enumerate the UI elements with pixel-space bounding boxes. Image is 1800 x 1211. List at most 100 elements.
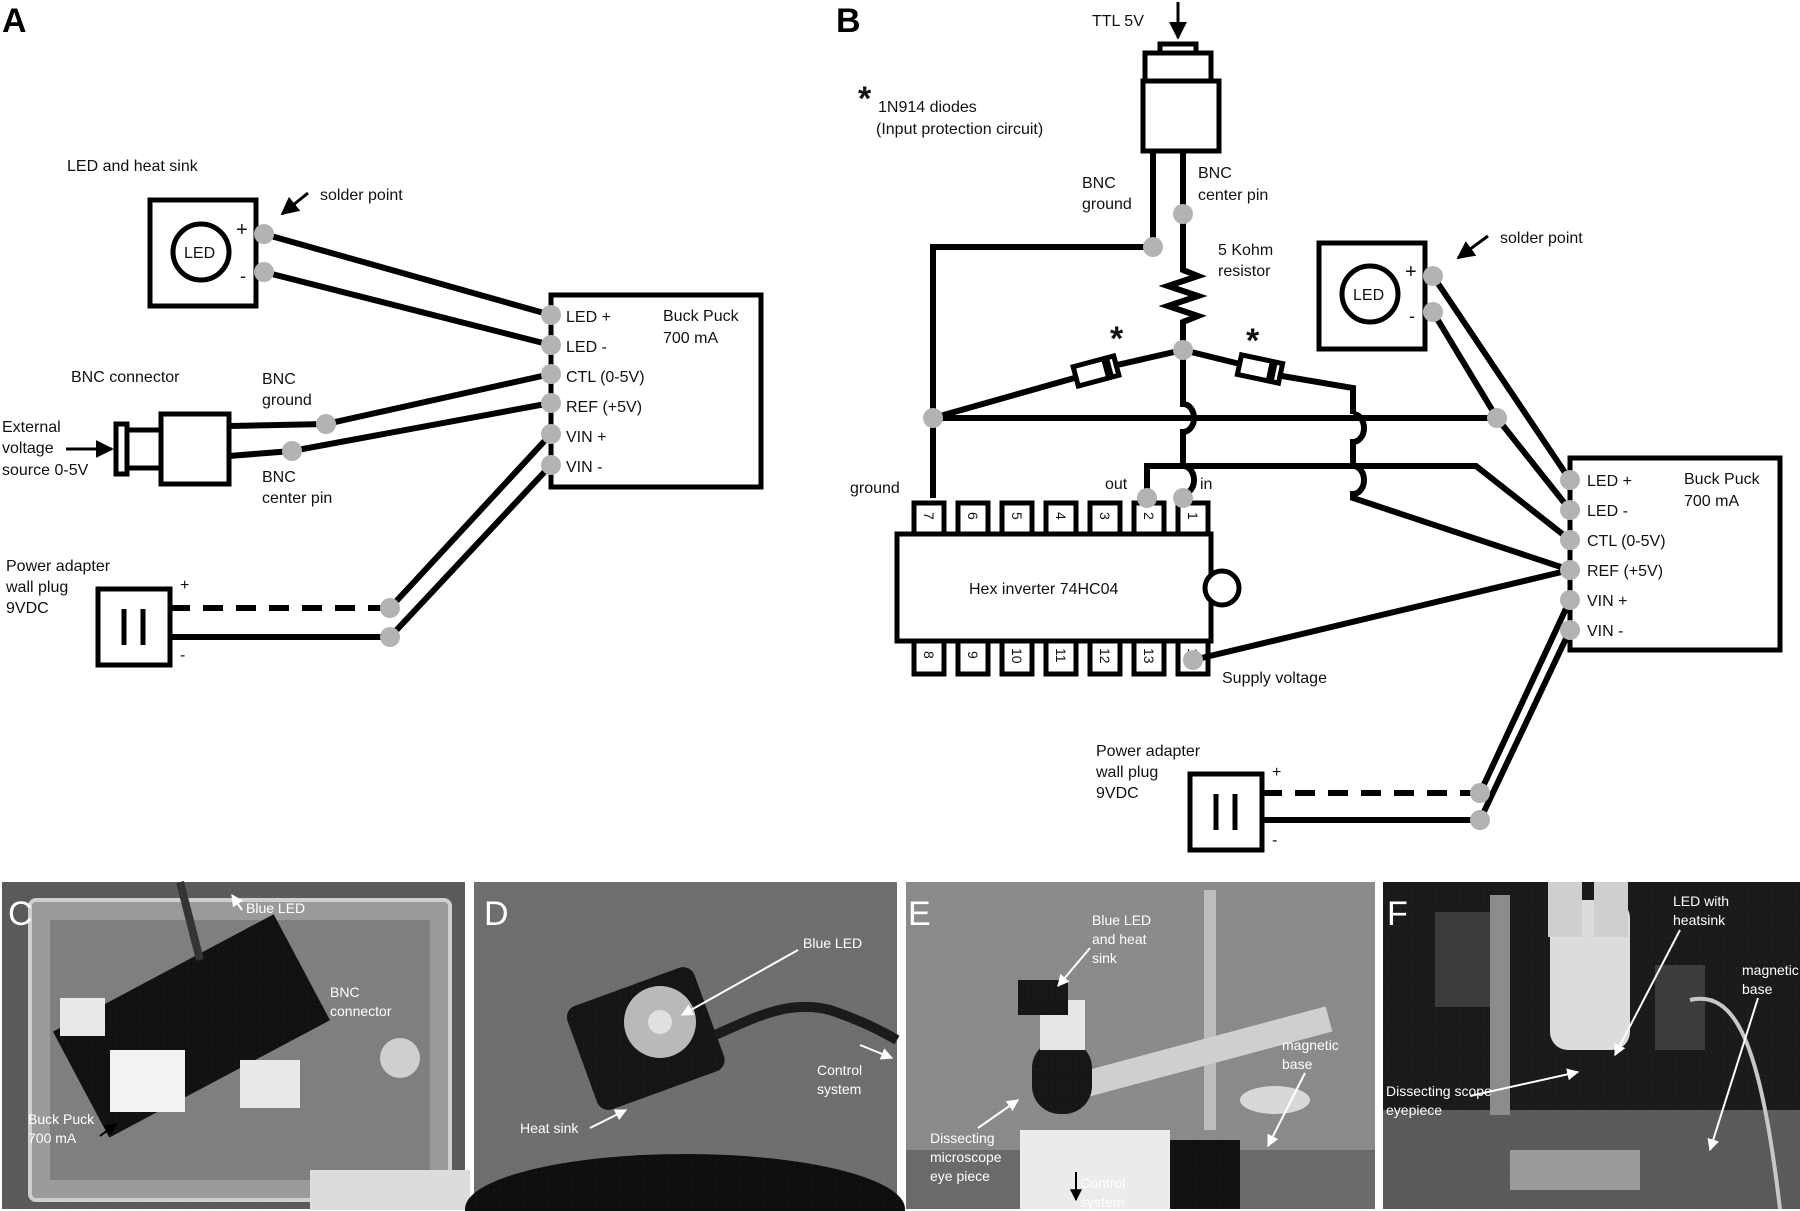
pin-10: 10 [1009, 648, 1025, 664]
led-b-text: LED [1353, 287, 1384, 304]
c-bnc-2: connector [330, 1003, 392, 1019]
buck-puck-box [548, 292, 764, 490]
bnc-b-plug [1142, 50, 1214, 84]
pwr-b-3: 9VDC [1096, 785, 1139, 802]
bnc-b-body [1140, 78, 1222, 154]
photo-d-label: D [484, 895, 509, 933]
diodes-1: 1N914 diodes [878, 99, 977, 116]
wire-vin-plus [387, 431, 554, 611]
ground-label: ground [850, 480, 900, 497]
diode-2-star: * [1246, 322, 1260, 360]
pin-8: 8 [921, 651, 937, 659]
ic-top-pins [911, 500, 1211, 537]
wire-led-minus [263, 269, 552, 348]
pin-vin-plus: VIN + [566, 429, 606, 446]
wire-diode2-ref [1350, 411, 1571, 573]
pin-b-ctl: CTL (0-5V) [1587, 533, 1666, 550]
ic-notch [1202, 568, 1242, 608]
pin-ctl: CTL (0-5V) [566, 369, 645, 386]
d-ctrl-1: Control [817, 1062, 862, 1078]
wire-b-led-minus [1430, 310, 1500, 420]
c-buck-1: Buck Puck [28, 1111, 95, 1127]
panel-a-label: A [2, 2, 27, 40]
e-eye-2: microscope [930, 1149, 1002, 1165]
pin-11: 11 [1053, 648, 1069, 663]
bnc-b-ground-1: BNC [1082, 175, 1116, 192]
pin-5: 5 [1009, 512, 1025, 520]
led-b-minus: - [1409, 306, 1415, 326]
in-label: in [1200, 476, 1212, 493]
panel-b-label: B [836, 2, 861, 40]
photo-e-label: E [908, 895, 931, 933]
ext-2: voltage [2, 440, 54, 457]
c-bnc-1: BNC [330, 984, 360, 1000]
panel-a: A LED and heat sink LED + - solder point… [2, 2, 764, 668]
photo-e: E Blue LED and heat sink magnetic base D… [906, 882, 1375, 1210]
e-mag-2: base [1282, 1056, 1313, 1072]
wire-ground-diode [932, 374, 1079, 421]
e-eye-3: eye piece [930, 1168, 990, 1184]
pin-2: 2 [1141, 512, 1157, 520]
e-led-1: Blue LED [1092, 912, 1151, 928]
bnc-body [158, 411, 232, 487]
diodes-2: (Input protection circuit) [876, 121, 1043, 138]
buck-b-box [1567, 455, 1783, 653]
wire-supply [1192, 567, 1571, 663]
f-mag-1: magnetic [1742, 962, 1799, 978]
pin-led-plus: LED + [566, 309, 611, 326]
led-text: LED [184, 245, 215, 262]
photo-f: F LED with heatsink magnetic base Dissec… [1383, 882, 1800, 1210]
solder-arrow [280, 191, 309, 216]
d-heat: Heat sink [520, 1120, 579, 1136]
pin-led-minus: LED - [566, 339, 607, 356]
diode-1-star: * [1110, 320, 1124, 358]
f-led-2: heatsink [1673, 912, 1726, 928]
buck-title-1: Buck Puck [663, 308, 740, 325]
pwr-3: 9VDC [6, 600, 49, 617]
e-ctrl-1: Control [1080, 1175, 1125, 1191]
ext-3: source 0-5V [2, 462, 89, 479]
led-b-symbol [1339, 263, 1401, 325]
led-minus: - [240, 266, 246, 286]
bnc-connector-label: BNC connector [71, 369, 180, 386]
solder-points-a [254, 224, 561, 647]
wire-b-vin-plus [1477, 598, 1573, 795]
power-adapter-b-box [1187, 771, 1265, 853]
power-adapter-box [95, 586, 173, 668]
bnc-b-flange [1157, 41, 1199, 56]
ext-1: External [2, 419, 61, 436]
e-eye-1: Dissecting [930, 1130, 995, 1146]
wire-diode2-out [1281, 373, 1356, 414]
wire-ground-led-minus [1494, 416, 1573, 512]
pwr-b-minus: - [1272, 832, 1277, 849]
f-led-1: LED with [1673, 893, 1729, 909]
resistor-1: 5 Kohm [1218, 242, 1273, 259]
pin-b-ref: REF (+5V) [1587, 563, 1663, 580]
bnc-center-1: BNC [262, 469, 296, 486]
pwr-2: wall plug [5, 579, 68, 596]
bnc-b-center-1: BNC [1198, 165, 1232, 182]
c-buck-2: 700 mA [28, 1130, 77, 1146]
supply-label: Supply voltage [1222, 670, 1327, 687]
led-b-plus: + [1405, 261, 1417, 283]
pin-6: 6 [965, 512, 981, 520]
ic-label: Hex inverter 74HC04 [969, 581, 1119, 598]
photo-f-label: F [1387, 895, 1408, 933]
diode-2 [1234, 351, 1286, 387]
diode-star-legend: * [858, 80, 872, 118]
out-label: out [1105, 476, 1128, 493]
f-eye-1: Dissecting scope [1386, 1083, 1492, 1099]
ttl-label: TTL 5V [1092, 13, 1144, 30]
bnc-b-ground-2: ground [1082, 196, 1132, 213]
pin-4: 4 [1053, 512, 1069, 520]
f-mag-2: base [1742, 981, 1773, 997]
bnc-plug [124, 427, 164, 471]
ic-bottom-pins [911, 638, 1211, 677]
solder-b-arrow [1456, 234, 1489, 260]
pin-3: 3 [1097, 512, 1113, 520]
pwr-minus: - [180, 647, 185, 664]
pwr-b-plus: + [1272, 764, 1281, 781]
pin-b-vin-plus: VIN + [1587, 593, 1627, 610]
bnc-ground-1: BNC [262, 371, 296, 388]
